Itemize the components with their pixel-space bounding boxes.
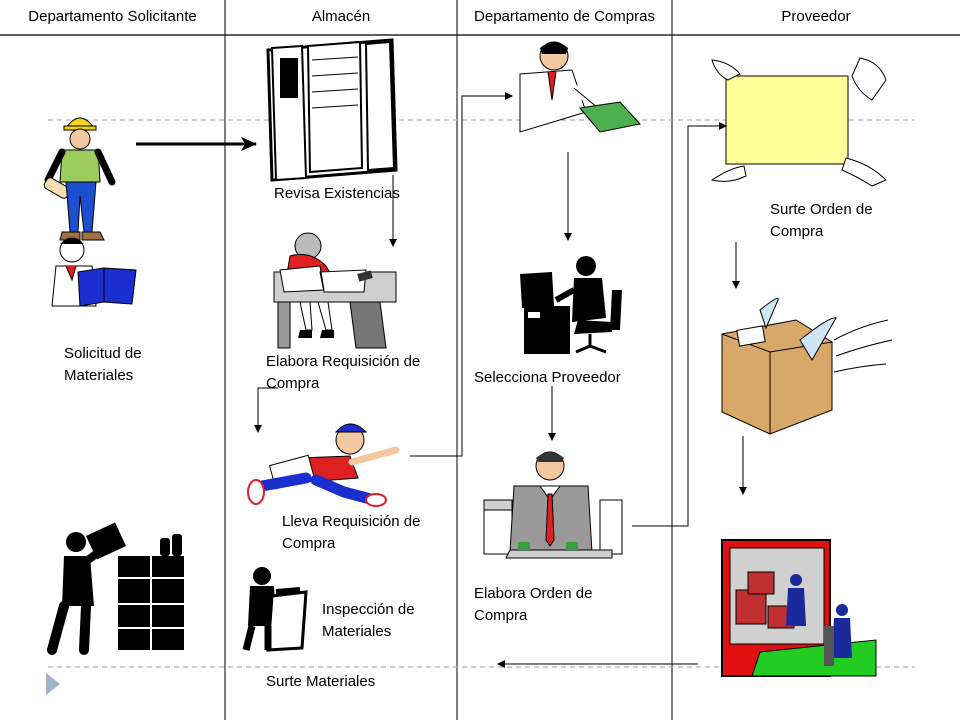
running-man-icon [247,423,400,507]
inspector-icon [242,567,308,652]
slide-marker-icon [46,673,60,695]
header-departamento-solicitante: Departamento Solicitante [28,8,197,25]
warehouse-worker-icon [47,522,184,655]
label-elabora-requisicion: Elabora Requisición de Compra [266,353,421,392]
label-inspeccion-materiales: Inspección de Materiales [322,601,415,640]
label-selecciona-proveedor: Selecciona Proveedor [474,369,621,386]
server-cabinet-icon [266,38,398,182]
reading-man-icon [51,237,137,307]
flying-box-icon [721,297,893,435]
header-almacen: Almacén [311,8,371,25]
businessman-icon [483,451,623,559]
delivery-truck-icon [721,539,877,677]
construction-worker-icon [43,117,116,241]
computer-user-icon [520,256,622,354]
label-surte-materiales: Surte Materiales [266,673,376,690]
label-surte-orden: Surte Orden de Compra [770,201,873,240]
label-solicitud-materiales: Solicitud de Materiales [64,345,142,384]
hands-box-icon [710,57,887,187]
label-elabora-orden: Elabora Orden de Compra [474,585,593,624]
header-proveedor: Proveedor [781,8,851,25]
label-lleva-requisicion: Lleva Requisición de Compra [282,513,421,552]
writing-man-icon [519,41,641,133]
arrow-lleva-to-compras [410,92,513,457]
desk-worker-icon [273,232,397,349]
arrow-orden-to-proveedor [632,122,727,527]
header-departamento-compras: Departamento de Compras [474,8,655,25]
label-revisa-existencias: Revisa Existencias [274,185,400,202]
arrow-elabora-to-lleva [254,387,278,433]
